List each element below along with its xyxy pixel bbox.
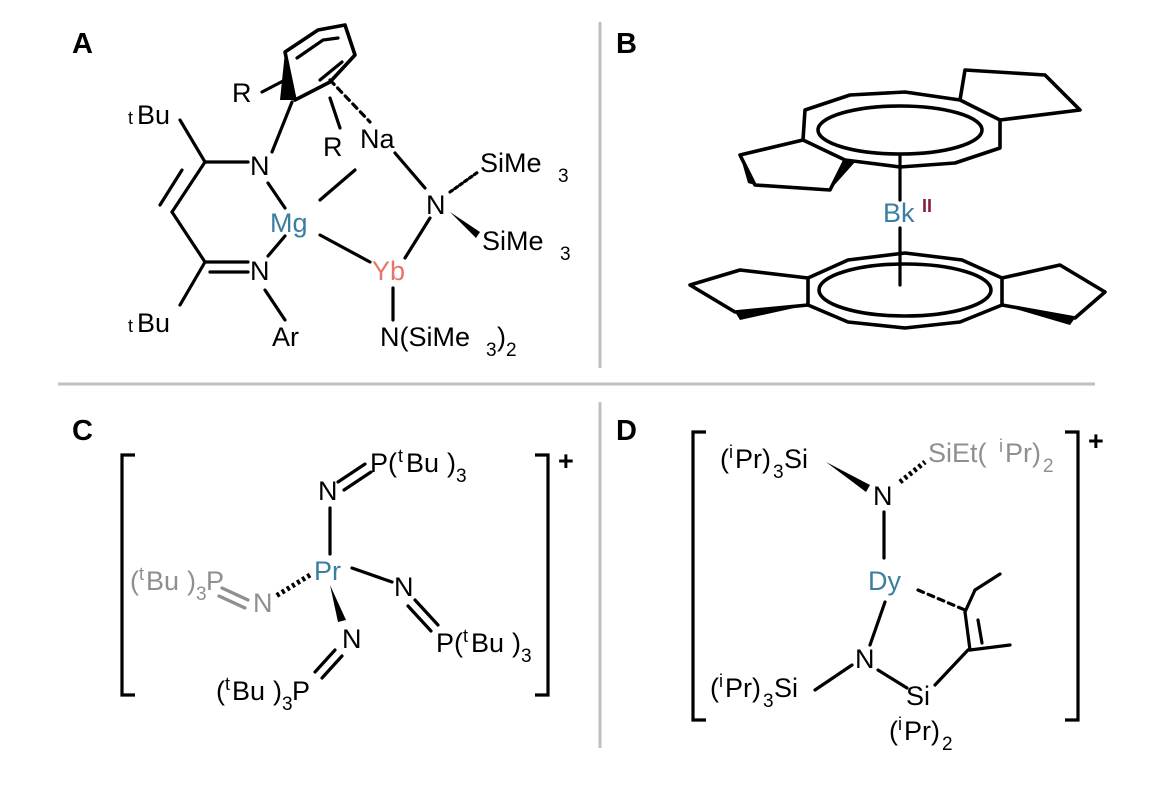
t-sup-1: t	[128, 108, 133, 128]
svg-text:i: i	[719, 671, 723, 691]
structure-d: + ( i Pr) 3 Si N SiEt( i Pr) 2 Dy N Si (…	[691, 426, 1104, 755]
si-top-right: SiEt(	[928, 438, 987, 468]
svg-text:(: (	[710, 673, 719, 703]
tbu-bottom: Bu	[137, 308, 170, 338]
n-atom-3: N	[426, 190, 446, 220]
svg-text:Bu: Bu	[471, 628, 504, 658]
svg-text:3: 3	[560, 244, 571, 265]
dy-atom: Dy	[868, 566, 901, 596]
pr-atom: Pr	[314, 556, 341, 586]
structure-c: + Pr N P( t Bu ) 3 N P( t Bu ) 3 N ( t B…	[120, 446, 574, 715]
aryl-ring	[283, 23, 357, 102]
svg-text:): )	[512, 628, 521, 658]
svg-text:3: 3	[558, 166, 569, 187]
svg-text:Pr): Pr)	[904, 716, 940, 746]
si-bottom-left: Si	[774, 673, 798, 703]
svg-text:): )	[273, 676, 282, 706]
svg-text:Bu: Bu	[232, 676, 265, 706]
mg-atom: Mg	[270, 208, 308, 238]
svg-text:(: (	[889, 716, 898, 746]
panel-label-d: D	[616, 415, 637, 447]
r-group-2: R	[323, 132, 343, 162]
svg-text:3: 3	[521, 646, 532, 667]
svg-text:Bu: Bu	[146, 566, 179, 596]
t-sup-2: t	[128, 316, 133, 336]
svg-text:): )	[187, 566, 196, 596]
p-bottom: P	[292, 676, 310, 706]
svg-text:2: 2	[1043, 456, 1054, 477]
bracket-left-c	[120, 453, 135, 697]
yb-atom: Yb	[372, 256, 405, 286]
svg-text:(: (	[216, 676, 225, 706]
ar-group: Ar	[272, 322, 299, 352]
svg-text:Pr): Pr)	[725, 673, 761, 703]
svg-text:i: i	[999, 436, 1003, 456]
svg-text:3: 3	[456, 466, 467, 487]
n-top-d: N	[873, 481, 893, 511]
n-top: N	[318, 476, 338, 506]
sime3-bottom: SiMe	[482, 226, 544, 256]
svg-text:2: 2	[942, 734, 953, 755]
panel-label-c: C	[72, 415, 93, 447]
svg-text:(: (	[130, 566, 139, 596]
n-bottom: N	[342, 624, 362, 654]
svg-text:3: 3	[196, 584, 207, 605]
si-ring: Si	[906, 681, 930, 711]
svg-text:t: t	[463, 626, 468, 646]
bk-oxidation-state: II	[922, 196, 932, 216]
n-right: N	[394, 572, 414, 602]
bracket-left-d	[691, 430, 706, 722]
svg-text:i: i	[729, 442, 733, 462]
bracket-right-c	[535, 453, 550, 697]
charge-c: +	[558, 446, 574, 476]
svg-text:): )	[497, 322, 506, 352]
n-sime3-2: N(SiMe	[380, 322, 470, 352]
r-group-1: R	[232, 78, 252, 108]
p-top: P(	[370, 448, 397, 478]
si-top-left: Si	[784, 444, 808, 474]
svg-text:t: t	[225, 674, 230, 694]
n-atom-1: N	[250, 151, 270, 181]
svg-text:t: t	[398, 446, 403, 466]
p-left: P	[206, 566, 224, 596]
bracket-right-d	[1065, 430, 1080, 722]
svg-text:i: i	[898, 714, 902, 734]
na-atom: Na	[360, 124, 395, 154]
panel-label-a: A	[72, 28, 93, 60]
charge-d: +	[1088, 426, 1104, 456]
svg-text:Bu: Bu	[406, 448, 439, 478]
svg-text:3: 3	[773, 462, 784, 483]
svg-text:3: 3	[486, 340, 497, 361]
sime3-top: SiMe	[480, 148, 542, 178]
svg-text:3: 3	[763, 691, 774, 712]
p-right: P(	[436, 628, 463, 658]
panel-label-b: B	[616, 28, 637, 60]
svg-text:(: (	[720, 444, 729, 474]
n-atom-2: N	[250, 256, 270, 286]
n-left: N	[253, 588, 273, 618]
structure-a: R R t Bu t Bu N N Ar Mg Na Yb	[128, 23, 571, 361]
svg-text:Pr): Pr)	[735, 444, 771, 474]
svg-text:t: t	[139, 564, 144, 584]
svg-text:3: 3	[282, 694, 293, 715]
structure-b: Bk II	[688, 68, 1107, 330]
svg-text:): )	[447, 448, 456, 478]
n-bottom-d: N	[855, 644, 875, 674]
cot-ring-top	[801, 90, 1002, 169]
bk-atom: Bk	[883, 198, 915, 228]
svg-text:Pr): Pr)	[1005, 438, 1041, 468]
tbu-top: Bu	[137, 100, 170, 130]
svg-text:2: 2	[506, 340, 517, 361]
